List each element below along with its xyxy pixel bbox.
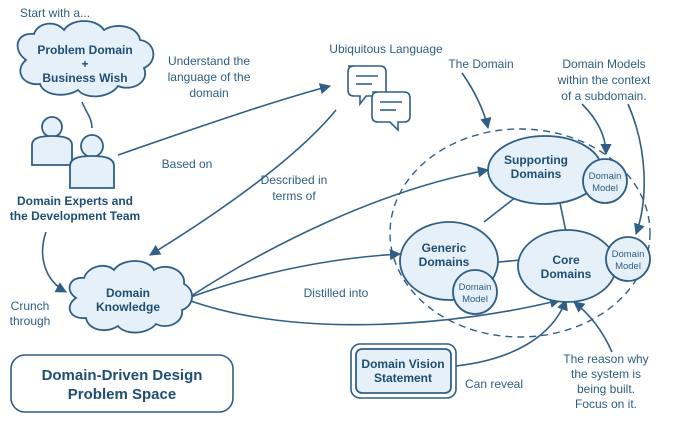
experts-line-1: Domain Experts and <box>17 194 133 208</box>
svg-text:Model: Model <box>615 261 641 272</box>
svg-text:Model: Model <box>592 183 618 194</box>
ubiquitous-label: Ubiquitous Language <box>329 42 443 56</box>
problem-space-line-1: Domain-Driven Design <box>42 367 203 384</box>
svg-text:within the context: within the context <box>557 73 651 87</box>
core-line-2: Domains <box>541 267 592 281</box>
knowledge-line-1: Domain <box>106 286 150 300</box>
svg-text:domain: domain <box>189 86 228 100</box>
domain-model-supporting: Domain Model <box>582 158 628 204</box>
svg-text:being built.: being built. <box>577 382 635 396</box>
svg-text:Domain Models: Domain Models <box>562 57 645 71</box>
labels: Start with a... Understand the language … <box>10 6 651 411</box>
speech-bubbles-icon <box>347 65 411 132</box>
svg-text:Described in: Described in <box>261 173 328 187</box>
svg-text:Crunch: Crunch <box>11 299 50 313</box>
the-domain-arrow <box>461 72 492 130</box>
generic-line-1: Generic <box>422 241 467 255</box>
supporting-line-2: Domains <box>511 167 562 181</box>
svg-text:terms of: terms of <box>272 189 316 203</box>
link-supporting-generic <box>483 196 517 223</box>
reason-arrow <box>573 301 613 353</box>
cloud-to-experts-line <box>81 101 93 129</box>
link-supporting-core <box>559 202 567 233</box>
reveal-arrow <box>455 298 568 367</box>
business-wish-text: Business Wish <box>42 71 127 85</box>
domain-vision-statement: Domain Vision Statement <box>350 343 457 399</box>
problem-domain-text: Problem Domain <box>37 43 132 57</box>
supporting-line-1: Supporting <box>504 153 568 167</box>
based-on-label: Based on <box>162 157 213 171</box>
problem-domain-cloud: Problem Domain + Business Wish <box>16 20 155 98</box>
svg-text:Domain Vision: Domain Vision <box>361 357 444 371</box>
domain-model-generic: Domain Model <box>452 269 498 315</box>
domain-boundary <box>389 128 651 338</box>
crunch-arrow <box>41 231 67 293</box>
note-to-model-arrow-2 <box>627 103 645 236</box>
svg-text:Domain: Domain <box>612 249 645 260</box>
distill-generic-arrow <box>187 248 402 299</box>
svg-text:Statement: Statement <box>374 371 432 385</box>
understand-arrow <box>117 83 332 156</box>
distill-core-arrow <box>187 297 562 326</box>
svg-text:the system is: the system is <box>571 367 641 381</box>
svg-text:The reason why: The reason why <box>563 352 648 366</box>
problem-space-box: Domain-Driven Design Problem Space <box>10 354 234 413</box>
start-label: Start with a... <box>20 6 90 20</box>
experts-line-2: the Development Team <box>10 209 140 223</box>
can-reveal-label: Can reveal <box>465 377 523 391</box>
svg-text:Model: Model <box>462 294 488 305</box>
core-line-1: Core <box>552 253 580 267</box>
svg-text:through: through <box>10 314 51 328</box>
knowledge-line-2: Knowledge <box>96 300 160 314</box>
plus-text: + <box>81 57 88 71</box>
described-arrow <box>149 109 337 256</box>
supporting-domains: Supporting Domains <box>487 135 603 205</box>
people-icon <box>31 116 115 189</box>
domain-model-core: Domain Model <box>605 236 651 282</box>
svg-text:Focus on it.: Focus on it. <box>575 397 637 411</box>
connectors <box>41 72 645 367</box>
svg-text:Domain: Domain <box>459 282 492 293</box>
distill-supporting-arrow <box>187 166 490 299</box>
svg-text:Domain: Domain <box>589 171 622 182</box>
problem-space-line-2: Problem Space <box>68 386 176 403</box>
core-domains: Core Domains <box>517 229 617 303</box>
note-to-model-arrow-1 <box>581 103 612 156</box>
svg-text:of a subdomain.: of a subdomain. <box>561 89 646 103</box>
distilled-label: Distilled into <box>304 286 369 300</box>
svg-text:Understand the: Understand the <box>168 54 250 68</box>
domain-knowledge-cloud: Domain Knowledge <box>68 260 193 334</box>
generic-line-2: Domains <box>419 255 470 269</box>
svg-text:language of the: language of the <box>168 70 251 84</box>
the-domain-label: The Domain <box>448 57 513 71</box>
